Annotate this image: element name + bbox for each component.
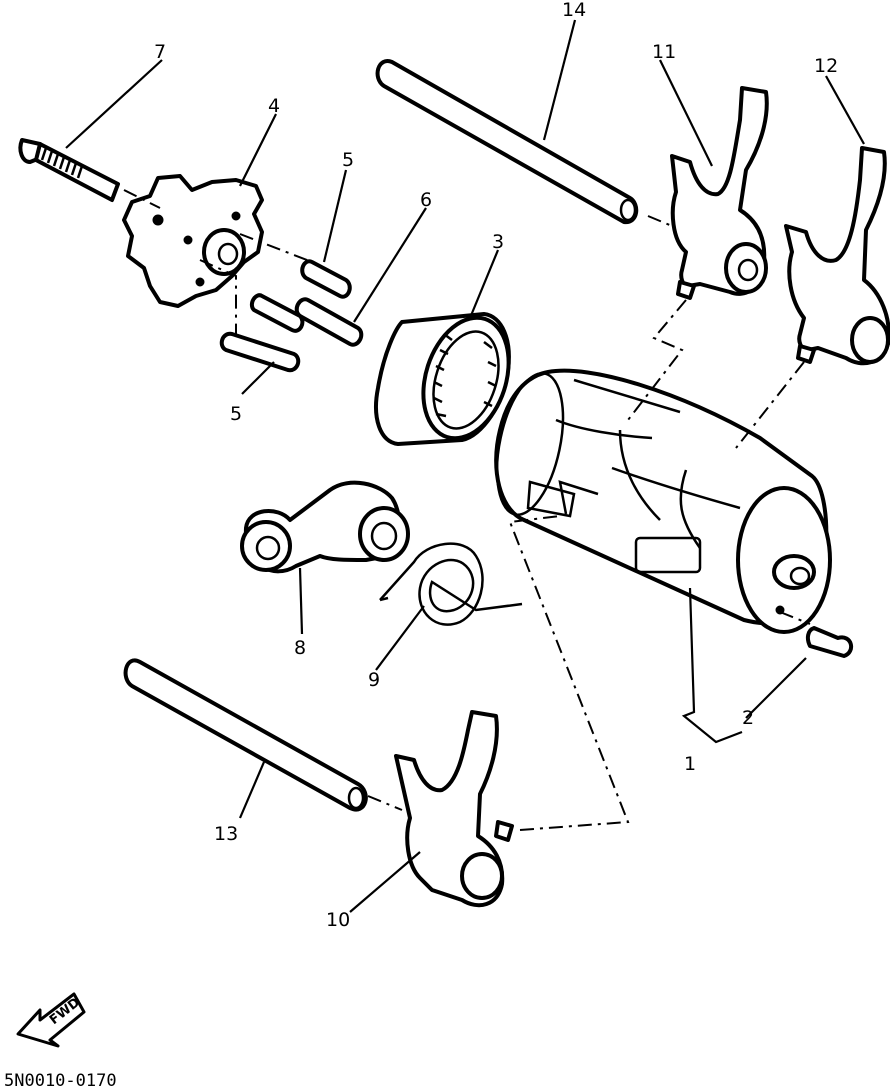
part-9-spring xyxy=(379,542,523,626)
callout-6: 6 xyxy=(420,189,432,211)
part-2-pin xyxy=(805,626,854,658)
callout-7: 7 xyxy=(154,41,166,63)
callout-5-upper: 5 xyxy=(342,149,354,171)
callout-10: 10 xyxy=(326,909,350,931)
part-13-guide-bar xyxy=(123,658,368,812)
callout-9: 9 xyxy=(368,669,380,691)
leader-lines xyxy=(65,19,865,913)
part-6-dowel-pin xyxy=(294,297,364,347)
part-7-bolt xyxy=(18,138,120,202)
callout-12: 12 xyxy=(814,55,838,77)
part-12-shift-fork xyxy=(784,146,890,366)
callout-8: 8 xyxy=(294,637,306,659)
part-1-shift-drum xyxy=(494,368,832,634)
part-10-shift-fork xyxy=(394,710,514,908)
assembly-lines xyxy=(123,189,811,831)
part-5-pin-middle xyxy=(249,293,305,333)
callout-11: 11 xyxy=(652,41,676,63)
part-3-bearing xyxy=(374,312,511,446)
part-4-segment xyxy=(122,174,264,308)
callout-5-lower: 5 xyxy=(230,403,242,425)
drawing-code: 5N0010-0170 xyxy=(4,1071,117,1089)
callout-14: 14 xyxy=(562,0,586,21)
part-14-guide-bar xyxy=(375,59,639,225)
part-8-stopper-lever xyxy=(240,480,410,574)
callout-2: 2 xyxy=(742,707,754,729)
callout-4: 4 xyxy=(268,95,280,117)
part-11-shift-fork xyxy=(670,86,769,300)
callout-13: 13 xyxy=(214,823,238,845)
callout-1: 1 xyxy=(684,753,696,775)
part-5-pin-upper xyxy=(300,259,352,299)
callouts: 14 11 12 7 4 5 6 3 5 8 9 2 1 13 10 xyxy=(154,0,838,931)
part-5-pin-lower xyxy=(219,331,301,373)
fwd-arrow-icon: FWD xyxy=(16,992,86,1048)
callout-3: 3 xyxy=(492,231,504,253)
